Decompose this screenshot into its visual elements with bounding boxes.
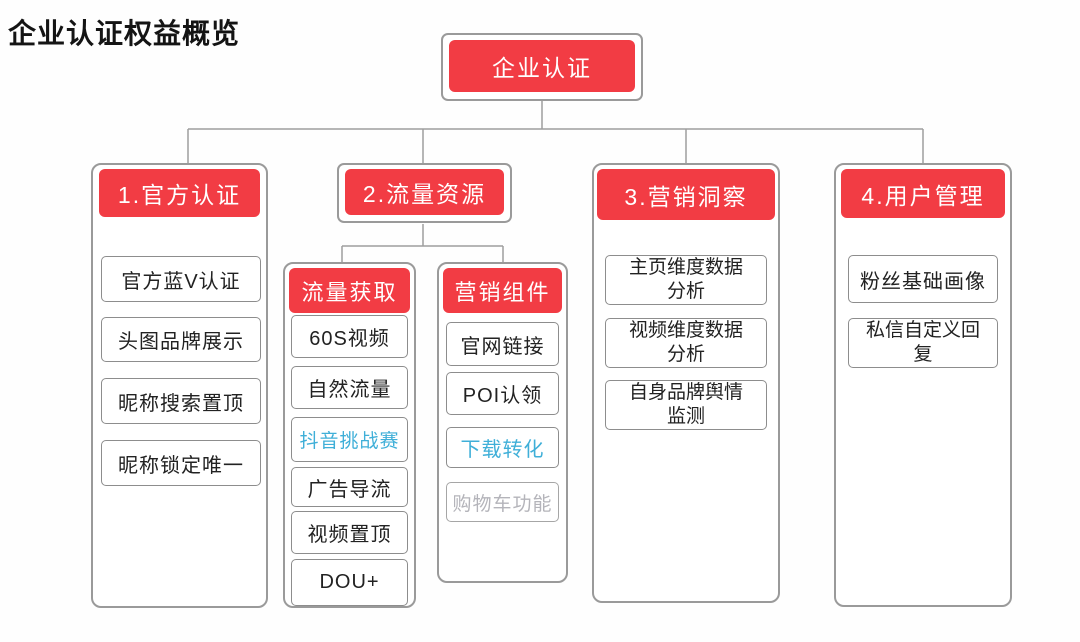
panel-marketing-insight: 3.营销洞察 主页维度数据分析 视频维度数据分析 自身品牌舆情监测 bbox=[592, 163, 780, 603]
item-poi-claim: POI认领 bbox=[446, 372, 559, 415]
item-dm-custom-reply: 私信自定义回复 bbox=[848, 318, 998, 368]
root-node-frame: 企业认证 bbox=[441, 33, 643, 101]
panel-marketing-components: 营销组件 官网链接 POI认领 下载转化 购物车功能 bbox=[437, 262, 568, 583]
item-homepage-data-analysis: 主页维度数据分析 bbox=[605, 255, 767, 305]
header-marketing-insight: 3.营销洞察 bbox=[597, 169, 775, 220]
item-nickname-search-top: 昵称搜索置顶 bbox=[101, 378, 261, 424]
header-traffic-resources: 2.流量资源 bbox=[345, 169, 504, 215]
header-official-cert: 1.官方认证 bbox=[99, 169, 260, 217]
item-video-data-analysis: 视频维度数据分析 bbox=[605, 318, 767, 368]
panel-user-management: 4.用户管理 粉丝基础画像 私信自定义回复 bbox=[834, 163, 1012, 607]
header-frame-traffic-resources: 2.流量资源 bbox=[337, 163, 512, 223]
item-organic-traffic: 自然流量 bbox=[291, 366, 408, 409]
page-title: 企业认证权益概览 bbox=[8, 18, 241, 49]
item-ad-diversion: 广告导流 bbox=[291, 467, 408, 507]
item-nickname-lock-unique: 昵称锁定唯一 bbox=[101, 440, 261, 486]
item-60s-video: 60S视频 bbox=[291, 315, 408, 358]
item-header-brand-display: 头图品牌展示 bbox=[101, 317, 261, 362]
item-fan-basic-profile: 粉丝基础画像 bbox=[848, 255, 998, 303]
panel-traffic-acquisition: 流量获取 60S视频 自然流量 抖音挑战赛 广告导流 视频置顶 DOU+ bbox=[283, 262, 416, 608]
item-brand-sentiment-monitoring: 自身品牌舆情监测 bbox=[605, 380, 767, 430]
item-shopping-cart: 购物车功能 bbox=[446, 482, 559, 522]
item-video-pinning: 视频置顶 bbox=[291, 511, 408, 554]
item-official-site-link: 官网链接 bbox=[446, 322, 559, 366]
item-blue-v-cert: 官方蓝V认证 bbox=[101, 256, 261, 302]
header-marketing-components: 营销组件 bbox=[443, 268, 562, 313]
root-node-label: 企业认证 bbox=[449, 40, 635, 92]
panel-official-cert: 1.官方认证 官方蓝V认证 头图品牌展示 昵称搜索置顶 昵称锁定唯一 bbox=[91, 163, 268, 608]
item-download-conversion: 下载转化 bbox=[446, 427, 559, 468]
header-user-management: 4.用户管理 bbox=[841, 169, 1005, 218]
item-dou-plus: DOU+ bbox=[291, 559, 408, 606]
item-douyin-challenge: 抖音挑战赛 bbox=[291, 417, 408, 462]
header-traffic-acquisition: 流量获取 bbox=[289, 268, 410, 313]
